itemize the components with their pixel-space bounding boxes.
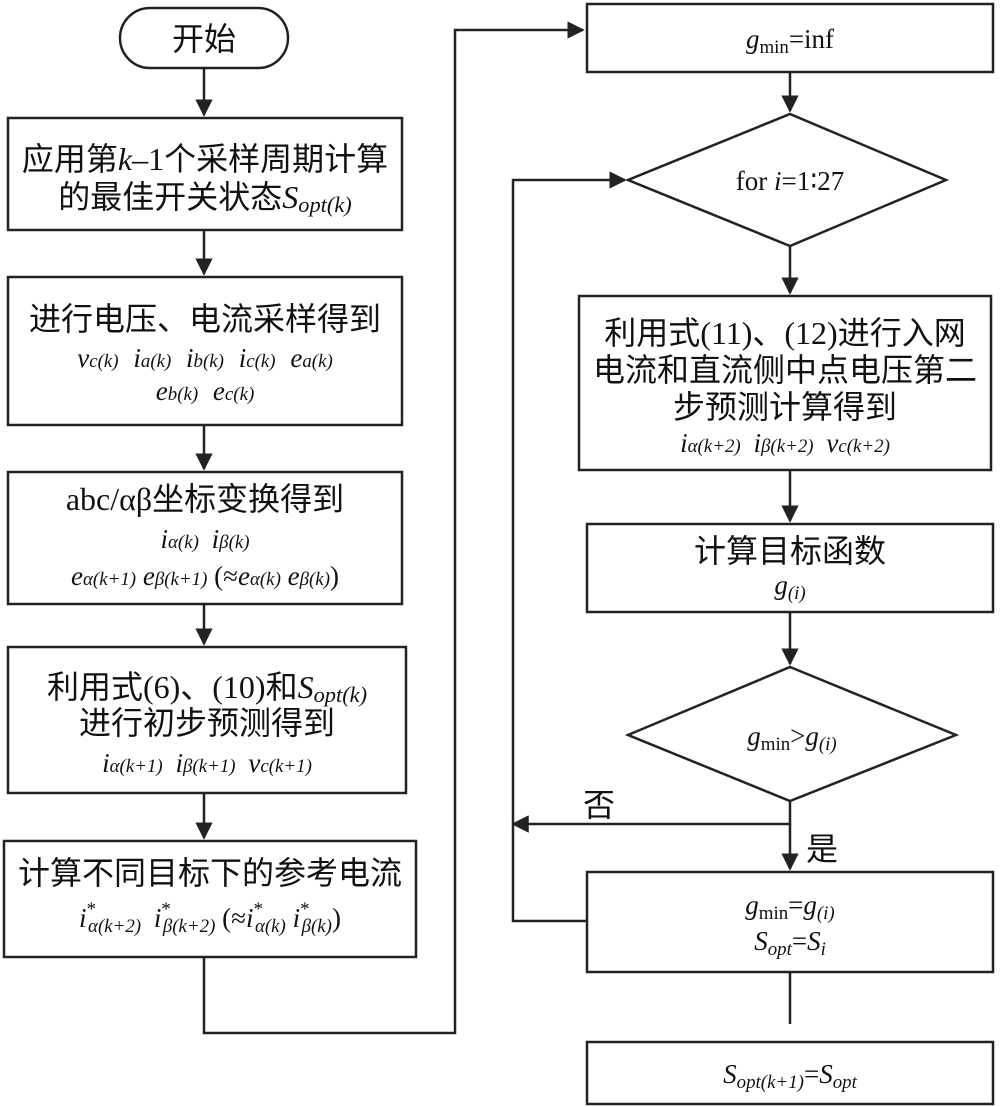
objective-function-box: [585, 522, 995, 614]
objective-function-symbol: g(i): [774, 570, 805, 604]
first-prediction-line-2: 进行初步预测得到: [79, 705, 335, 741]
sampling-box: [6, 275, 404, 427]
update-optimum-box: [585, 870, 995, 974]
first-prediction-variables: iα(k+1) iβ(k+1) vc(k+1): [102, 748, 312, 778]
sampling-title: 进行电压、电流采样得到: [29, 301, 381, 337]
arrow-no-branch: [511, 801, 792, 833]
sampled-variables-line-2: eb(k) ec(k): [156, 376, 255, 406]
loop-label: for i=1∶27: [736, 166, 845, 196]
second-prediction-variables: iα(k+2) iβ(k+2) vc(k+2): [680, 428, 890, 458]
second-prediction-line-1: 利用式(11)、(12)进行入网: [604, 315, 965, 351]
apply-line-2: 的最佳开关状态Sopt(k): [58, 179, 351, 217]
reference-current-title: 计算不同目标下的参考电流: [18, 855, 402, 891]
second-prediction-line-2: 电流和直流侧中点电压第二: [593, 352, 977, 388]
transform-title: abc/αβ坐标变换得到: [66, 481, 344, 517]
yes-label: 是: [806, 831, 838, 867]
apply-line-1: 应用第k–1个采样周期计算: [22, 141, 388, 177]
reference-current-box: [2, 839, 418, 959]
apply-optimal-state-box: [6, 116, 404, 232]
first-prediction-box: [6, 645, 408, 795]
objective-function-title: 计算目标函数: [694, 533, 886, 569]
first-prediction-line-1: 利用式(6)、(10)和Sopt(k): [47, 669, 367, 707]
loop-back-connector: [511, 171, 627, 923]
start-label: 开始: [172, 21, 236, 57]
gmin-init-label: gmin=inf: [746, 24, 834, 58]
connector-left-to-right-column: [202, 21, 585, 1035]
final-output-box: [585, 1040, 995, 1106]
no-label: 否: [583, 787, 615, 823]
final-output-label: Sopt(k+1)=Sopt: [723, 1059, 857, 1093]
second-prediction-line-3: 步预测计算得到: [673, 389, 897, 425]
second-prediction-box: [577, 294, 993, 472]
gmin-init-box: [585, 2, 995, 74]
update-gmin: gmin=g(i): [745, 890, 834, 924]
reference-current-variables: i*α(k+2) i*β(k+2) (≈i*α(k) i*β(k)): [79, 899, 341, 938]
update-sopt: Sopt=Si: [754, 926, 826, 960]
compare-label: gmin>g(i): [747, 721, 836, 755]
transform-voltages: eα(k+1) eβ(k+1) (≈eα(k) eβ(k)): [71, 561, 339, 591]
transform-currents: iα(k) iβ(k): [160, 524, 249, 554]
coordinate-transform-box: [6, 470, 404, 606]
sampled-variables-line-1: vc(k) ia(k) ib(k) ic(k) ea(k): [77, 343, 333, 373]
